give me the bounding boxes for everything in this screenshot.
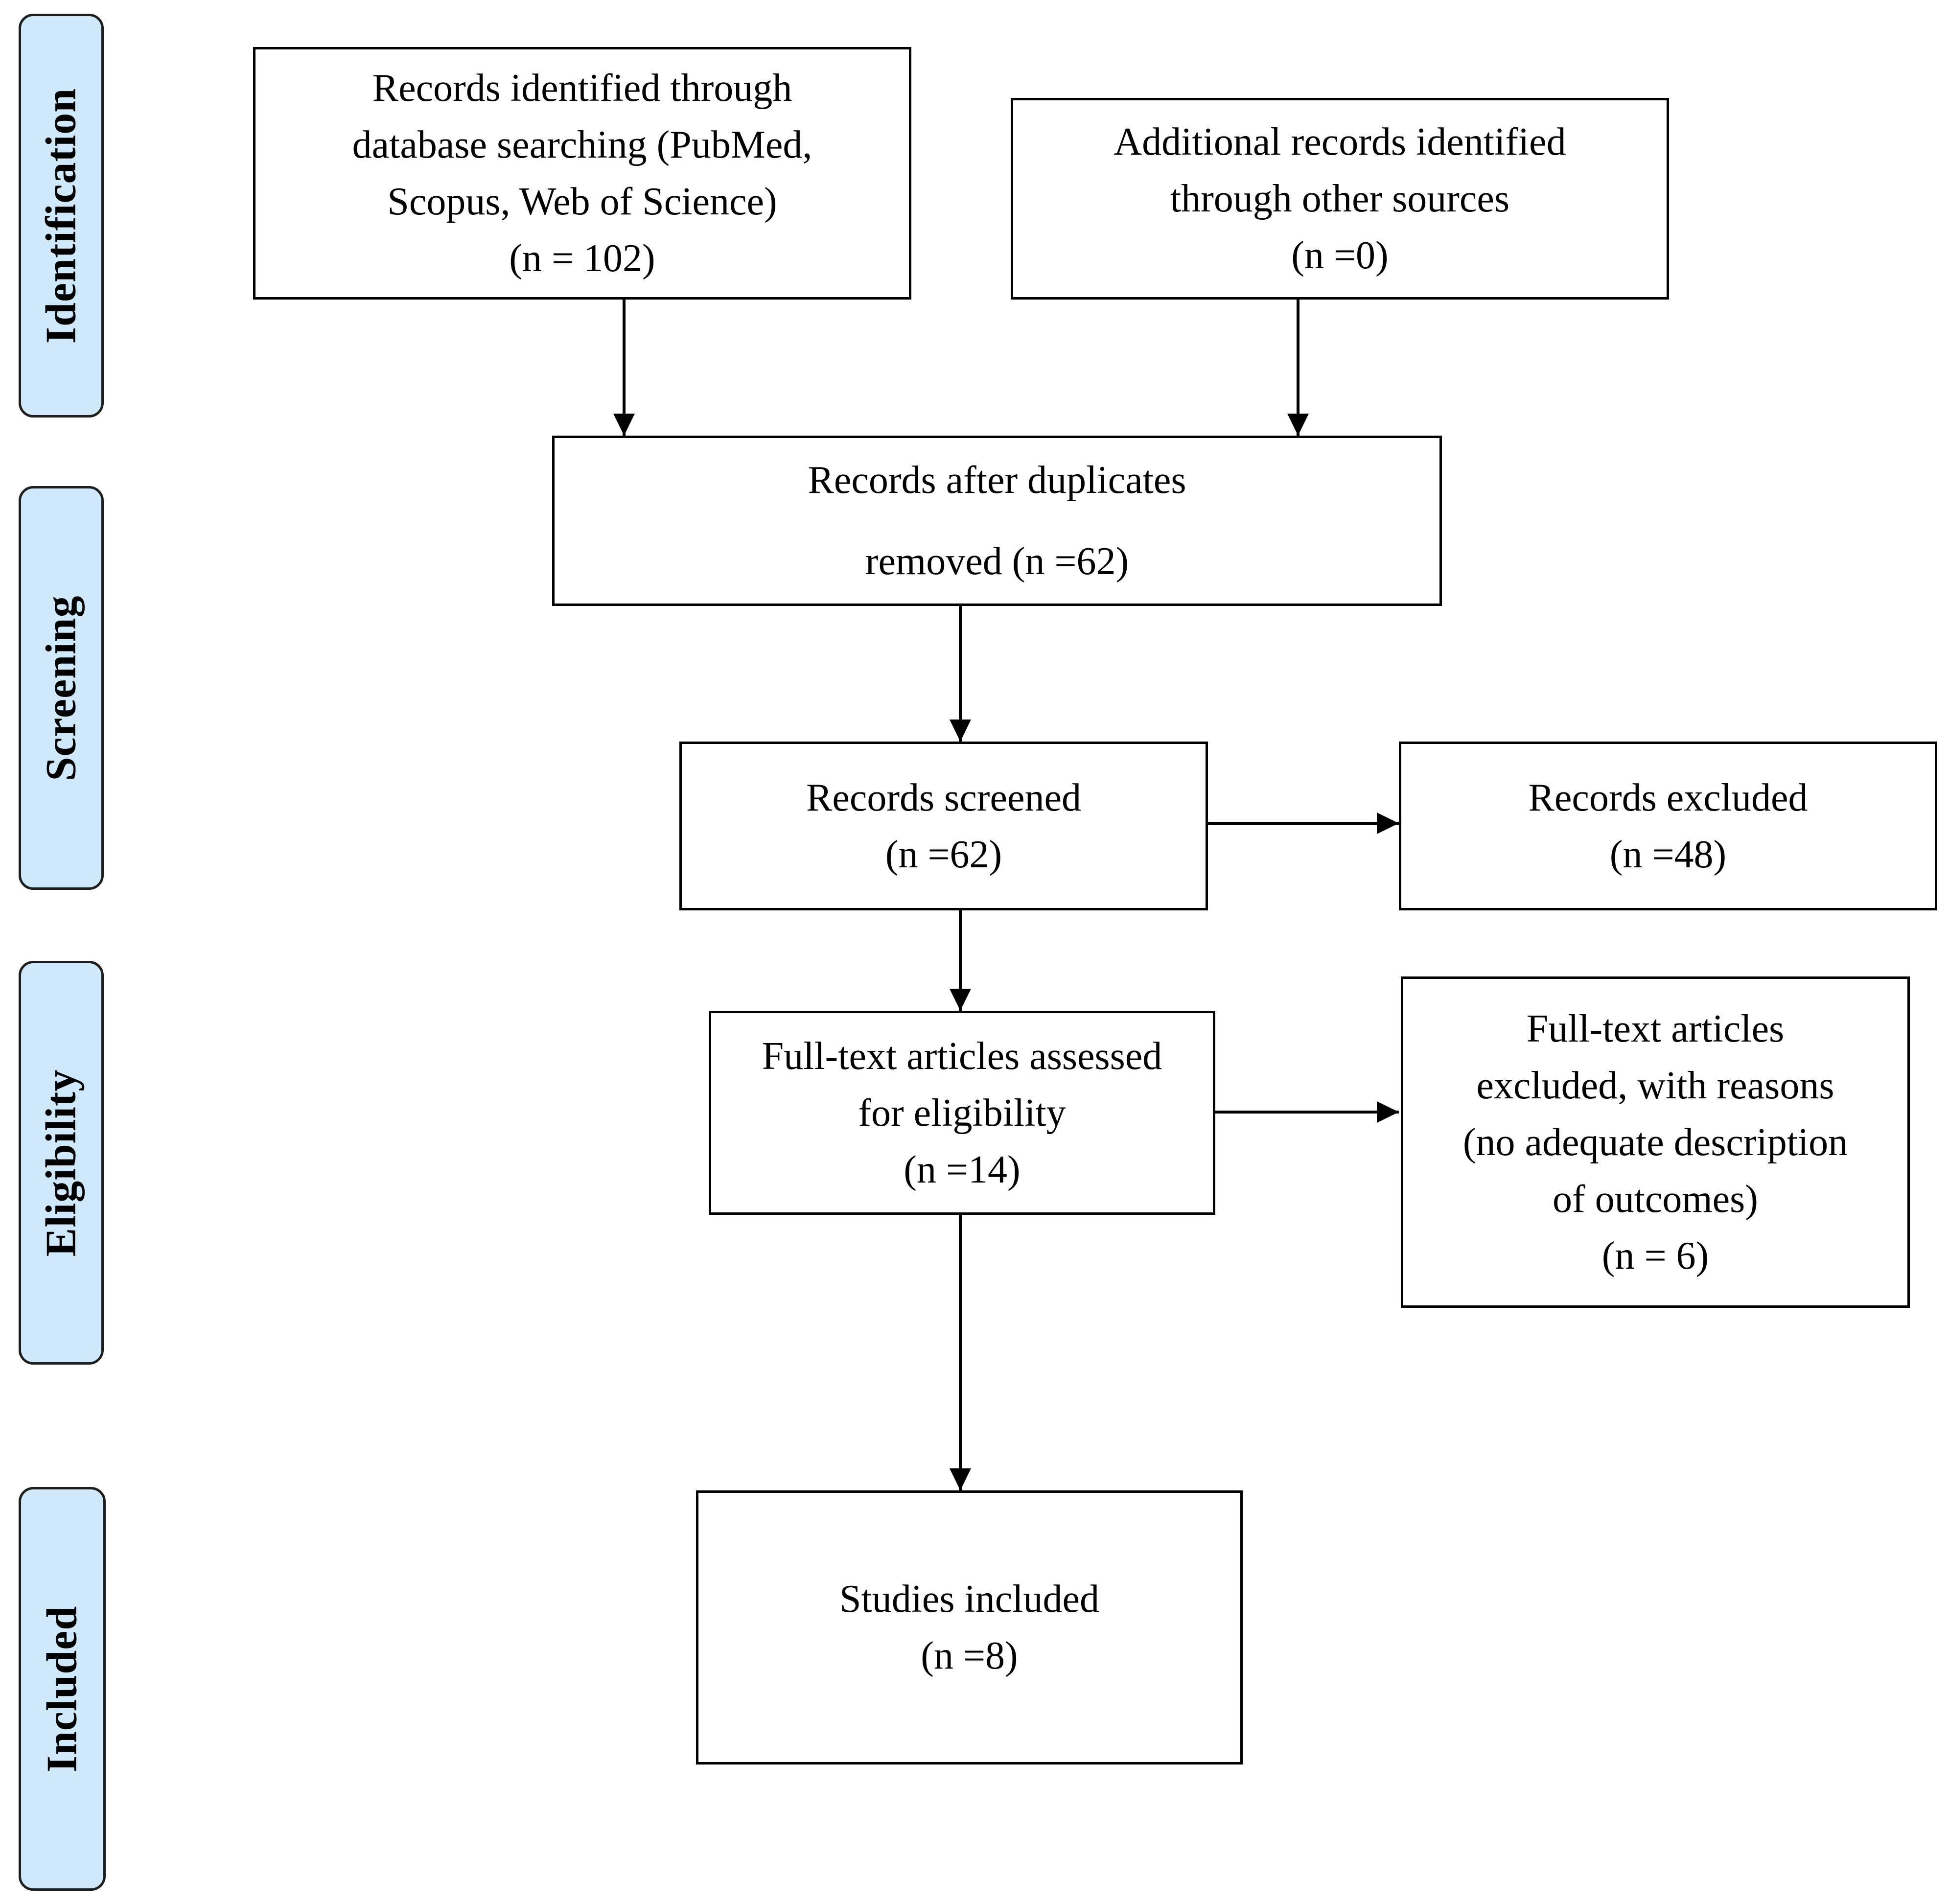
- database-records-line2: database searching (PubMed,: [352, 123, 812, 166]
- box-other-sources: Additional records identified through ot…: [1011, 98, 1669, 300]
- fulltext-assessed-line1: Full-text articles assessed: [762, 1034, 1162, 1078]
- box-fulltext-assessed: Full-text articles assessed for eligibil…: [709, 1011, 1215, 1215]
- other-sources-count: (n =0): [1291, 234, 1389, 277]
- arrowhead-excluded: [1377, 813, 1399, 834]
- fulltext-excluded-line4: of outcomes): [1553, 1177, 1758, 1221]
- arrowhead-other: [1287, 414, 1309, 436]
- arrowhead-fulltext: [950, 989, 971, 1011]
- studies-included-label: Studies included: [839, 1578, 1100, 1621]
- other-sources-line1: Additional records identified: [1114, 120, 1566, 163]
- records-screened-label: Records screened: [806, 776, 1081, 819]
- phase-eligibility: Eligibility: [19, 961, 104, 1365]
- after-duplicates-line1: Records after duplicates: [808, 459, 1186, 502]
- fulltext-assessed-count: (n =14): [904, 1148, 1021, 1191]
- database-records-line3: Scopus, Web of Science): [387, 180, 777, 223]
- box-database-records: Records identified through database sear…: [253, 47, 911, 300]
- fulltext-assessed-line2: for eligibility: [858, 1091, 1066, 1135]
- box-records-excluded: Records excluded (n =48): [1399, 742, 1937, 910]
- database-records-count: (n = 102): [509, 237, 655, 280]
- fulltext-excluded-line1: Full-text articles: [1526, 1007, 1785, 1050]
- phase-included: Included: [19, 1487, 106, 1891]
- arrowhead-screened: [950, 720, 971, 742]
- box-records-screened: Records screened (n =62): [679, 742, 1208, 910]
- box-studies-included: Studies included (n =8): [696, 1490, 1243, 1765]
- box-fulltext-excluded: Full-text articles excluded, with reason…: [1401, 976, 1910, 1308]
- phase-identification: Identification: [19, 14, 104, 418]
- database-records-line1: Records identified through: [372, 67, 792, 110]
- other-sources-line2: through other sources: [1170, 177, 1510, 220]
- phase-screening: Screening: [19, 486, 104, 890]
- fulltext-excluded-line2: excluded, with reasons: [1476, 1064, 1834, 1107]
- box-after-duplicates: Records after duplicates removed (n =62): [552, 436, 1442, 606]
- records-excluded-count: (n =48): [1609, 833, 1727, 876]
- arrowhead-fulltext-excluded: [1377, 1101, 1399, 1123]
- records-screened-count: (n =62): [885, 833, 1002, 876]
- fulltext-excluded-count: (n = 6): [1601, 1234, 1709, 1277]
- studies-included-count: (n =8): [921, 1634, 1018, 1677]
- records-excluded-label: Records excluded: [1528, 776, 1808, 819]
- arrowhead-included: [950, 1468, 971, 1490]
- after-duplicates-line2: removed (n =62): [865, 540, 1129, 583]
- fulltext-excluded-line3: (no adequate description: [1462, 1120, 1848, 1164]
- arrowhead-database: [613, 414, 635, 436]
